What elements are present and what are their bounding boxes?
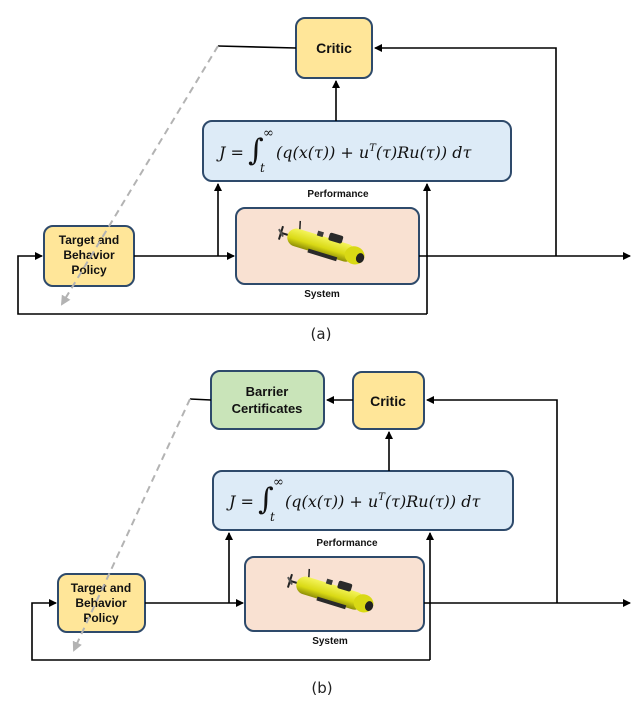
connectors-a — [17, 44, 631, 315]
state-to-critic-arrow — [374, 44, 557, 256]
performance-equation-box: J = ∫ ∞ t (q(x(τ)) + uT(τ)Ru(τ)) dτ — [202, 120, 512, 182]
performance-label: Performance — [307, 189, 369, 200]
equation-upper-limit: ∞ — [273, 475, 284, 490]
submarine-icon — [286, 568, 374, 613]
equation-upper-limit: ∞ — [263, 126, 274, 141]
feedback-to-policy-arrow — [31, 599, 430, 661]
barrier-label-line2: Certificates — [232, 401, 303, 416]
policy-label-line1: Target and — [59, 233, 119, 247]
policy-label-line2: Behavior — [63, 248, 115, 262]
policy-label-line3: Policy — [71, 263, 107, 277]
policy-label-line1: Target and — [71, 581, 131, 595]
system-label: System — [304, 289, 340, 300]
equation-lhs: J = — [216, 143, 244, 162]
system-box — [244, 556, 425, 632]
policy-label-line3: Policy — [83, 611, 119, 625]
critic-label: Critic — [316, 40, 352, 56]
caption-b: (b) — [311, 679, 332, 697]
system-box — [235, 207, 420, 285]
equation-body-part1: (q(x(τ)) + u — [285, 492, 378, 511]
integral-sign: ∫ — [258, 482, 274, 517]
equation-body: (q(x(τ)) + uT(τ)Ru(τ)) dτ — [285, 492, 481, 511]
equation-lower-limit: t — [270, 510, 275, 524]
equation-body: (q(x(τ)) + uT(τ)Ru(τ)) dτ — [276, 143, 472, 162]
critic-label: Critic — [370, 393, 406, 409]
integral-sign: ∫ — [248, 133, 264, 168]
feedback-to-policy-arrow — [17, 252, 427, 315]
connectors-b — [31, 396, 631, 661]
performance-label: Performance — [316, 538, 378, 549]
performance-equation-box: J = ∫ ∞ t (q(x(τ)) + uT(τ)Ru(τ)) dτ — [212, 470, 514, 531]
barrier-output-line — [189, 398, 212, 401]
submarine-icon — [277, 220, 365, 265]
equation-body-part1: (q(x(τ)) + u — [276, 143, 369, 162]
barrier-label-line1: Barrier — [246, 384, 289, 399]
critic-box: Critic — [352, 371, 425, 430]
critic-output-line — [217, 45, 297, 49]
policy-box: Target and Behavior Policy — [57, 573, 146, 633]
equation-body-part2: (τ)Ru(τ)) dτ — [376, 143, 473, 162]
equation-lower-limit: t — [260, 161, 265, 175]
state-to-critic-arrow — [426, 396, 558, 603]
diagram-b: Barrier Certificates Critic J = ∫ ∞ t (q… — [31, 370, 631, 697]
caption-a: (a) — [311, 325, 332, 343]
barrier-to-policy-dashed-arrow — [72, 398, 191, 652]
equation-lhs: J = — [226, 492, 254, 511]
equation-superscript: T — [378, 492, 386, 503]
diagram-a: Critic J = ∫ ∞ t (q(x(τ)) + uT(τ)Ru(τ)) … — [17, 17, 631, 343]
critic-to-policy-dashed-arrow — [60, 45, 219, 306]
equation-superscript: T — [369, 143, 377, 154]
barrier-certificates-box: Barrier Certificates — [210, 370, 325, 430]
critic-box: Critic — [295, 17, 373, 79]
equation-body-part2: (τ)Ru(τ)) dτ — [385, 492, 482, 511]
policy-label-line2: Behavior — [75, 596, 127, 610]
system-label: System — [312, 636, 348, 647]
policy-box: Target and Behavior Policy — [43, 225, 135, 287]
